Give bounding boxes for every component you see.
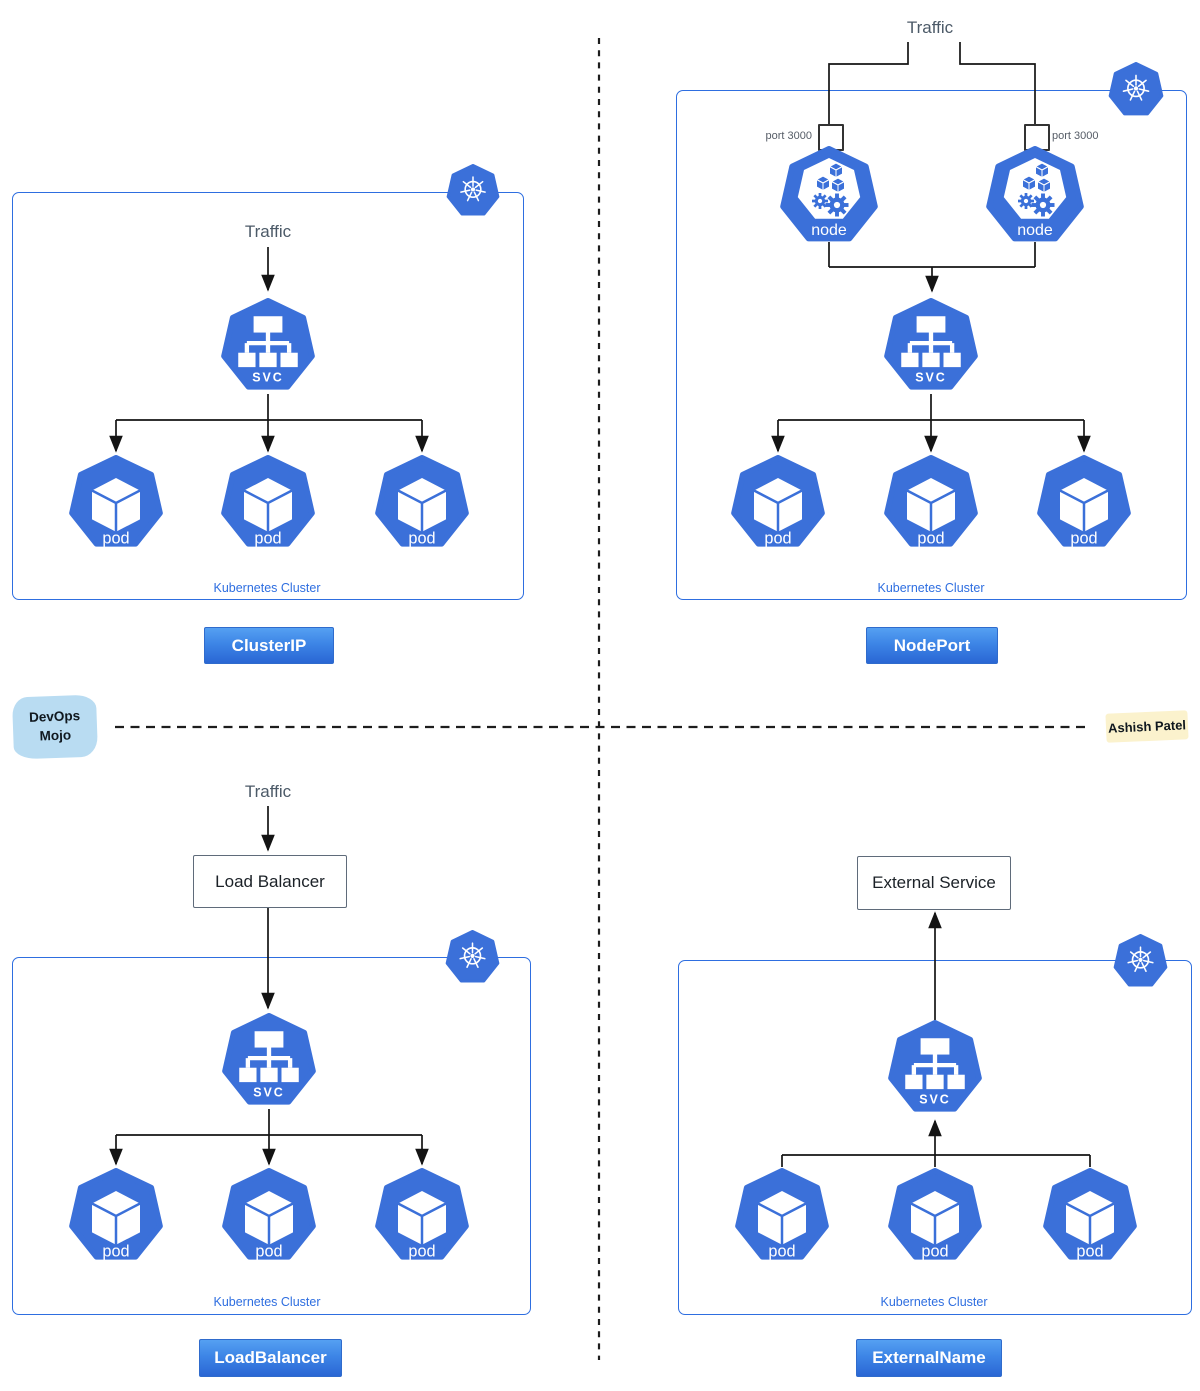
pod-icon: pod: [68, 455, 164, 547]
nodeport-type-badge: NodePort: [866, 627, 998, 664]
traffic-label: Traffic: [906, 18, 954, 37]
port-3000-label: port 3000: [765, 130, 812, 142]
pod-label: pod: [917, 529, 944, 547]
pod-label: pod: [921, 1242, 948, 1260]
pod-icon: pod: [883, 455, 979, 547]
external-service-box: External Service: [857, 856, 1011, 910]
pod-label: pod: [102, 529, 129, 547]
kubernetes-logo-icon: [1108, 62, 1164, 116]
nodeport-cluster-box: [676, 90, 1187, 600]
service-icon: SVC: [221, 1013, 317, 1109]
service-icon: SVC: [887, 1020, 983, 1116]
pod-label: pod: [764, 529, 791, 547]
clusterip-cluster-box: [12, 192, 524, 600]
pod-label: pod: [408, 529, 435, 547]
load-balancer-box: Load Balancer: [193, 855, 347, 908]
kubernetes-logo-icon: [445, 930, 500, 983]
pod-icon: pod: [374, 455, 470, 547]
cluster-label: Kubernetes Cluster: [880, 1295, 988, 1309]
kubernetes-logo-icon: [1113, 934, 1168, 987]
pod-label: pod: [1076, 1242, 1103, 1260]
pod-label: pod: [254, 529, 281, 547]
node-label: node: [811, 222, 847, 239]
service-icon: SVC: [220, 298, 316, 394]
pod-icon: pod: [730, 455, 826, 547]
pod-label: pod: [768, 1242, 795, 1260]
pod-icon: pod: [220, 455, 316, 547]
ashish-patel-watermark: Ashish Patel: [1105, 710, 1189, 743]
pod-icon: pod: [374, 1168, 470, 1260]
node-port-connector-box: [818, 124, 844, 151]
pod-icon: pod: [887, 1168, 983, 1260]
pod-icon: pod: [1042, 1168, 1138, 1260]
cluster-label: Kubernetes Cluster: [877, 581, 985, 595]
service-icon: SVC: [883, 298, 979, 394]
cluster-label: Kubernetes Cluster: [213, 1295, 321, 1309]
loadbalancer-cluster-box: [12, 957, 531, 1315]
traffic-label: Traffic: [244, 782, 292, 801]
node-icon: node: [779, 146, 879, 246]
pod-icon: pod: [734, 1168, 830, 1260]
pod-label: pod: [1070, 529, 1097, 547]
svc-label: SVC: [915, 371, 946, 385]
kubernetes-logo-icon: [446, 164, 500, 216]
svc-label: SVC: [252, 371, 283, 385]
externalname-type-badge: ExternalName: [856, 1339, 1002, 1377]
pod-icon: pod: [68, 1168, 164, 1260]
devops-mojo-watermark: DevOps Mojo: [11, 694, 99, 760]
loadbalancer-type-badge: LoadBalancer: [199, 1339, 342, 1377]
node-icon: node: [985, 146, 1085, 246]
node-label: node: [1017, 222, 1053, 239]
pod-icon: pod: [221, 1168, 317, 1260]
pod-icon: pod: [1036, 455, 1132, 547]
pod-label: pod: [408, 1242, 435, 1260]
clusterip-type-badge: ClusterIP: [204, 627, 334, 664]
devops-mojo-line2: Mojo: [39, 727, 72, 744]
svc-label: SVC: [919, 1093, 950, 1107]
pod-label: pod: [255, 1242, 282, 1260]
traffic-label: Traffic: [244, 222, 292, 241]
devops-mojo-line1: DevOps: [28, 708, 81, 726]
pod-label: pod: [102, 1242, 129, 1260]
port-3000-label: port 3000: [1052, 130, 1099, 142]
cluster-label: Kubernetes Cluster: [213, 581, 321, 595]
svc-label: SVC: [253, 1086, 284, 1100]
